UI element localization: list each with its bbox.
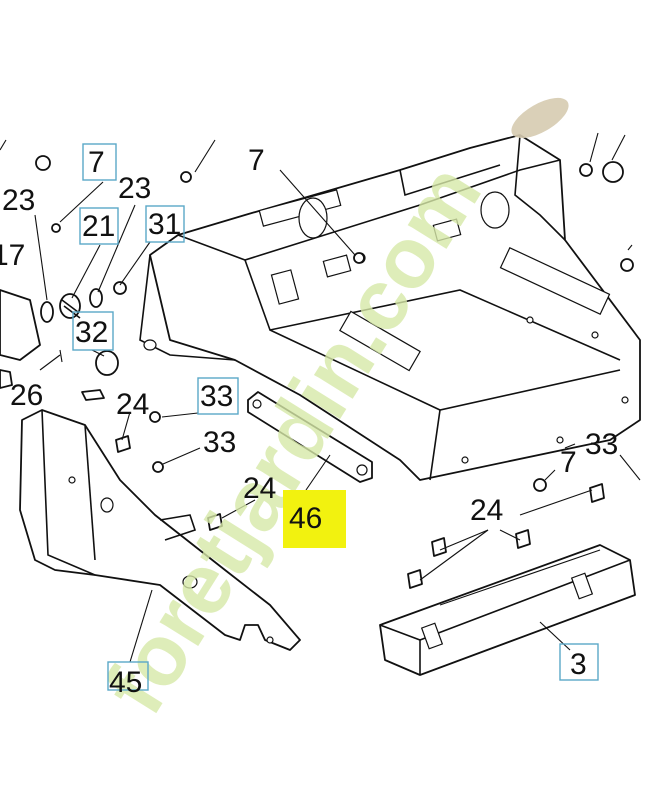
- label-33-boxed: 33: [200, 380, 233, 413]
- label-3: 3: [570, 648, 587, 681]
- label-7-right: 7: [560, 446, 577, 479]
- callout-box-32: [72, 311, 114, 351]
- label-32: 32: [75, 316, 108, 349]
- label-23-right: 23: [118, 172, 151, 205]
- label-33-mid: 33: [203, 426, 236, 459]
- callout-box-33: [197, 377, 239, 415]
- label-46: 46: [289, 502, 322, 535]
- label-7-top: 7: [248, 144, 265, 177]
- callout-box-31: [145, 205, 185, 243]
- label-26: 26: [10, 379, 43, 412]
- highlight-box-46: [283, 490, 346, 548]
- label-33-right: 33: [585, 428, 618, 461]
- callout-box-21: [79, 207, 119, 245]
- leader-lines: [34, 132, 641, 663]
- callout-box-3: [559, 643, 599, 681]
- callout-box-7: [82, 143, 117, 181]
- label-21: 21: [82, 210, 115, 243]
- label-24-mid: 24: [243, 472, 276, 505]
- label-17: 17: [0, 239, 25, 272]
- main-frame-plate: [139, 134, 641, 481]
- label-31: 31: [148, 208, 181, 241]
- callout-box-45: [107, 661, 149, 691]
- part-labels: 7 7 7 23 23 17 21 31 32 26 24 24 24 33 3…: [0, 144, 618, 699]
- left-pulley-assembly: [0, 155, 127, 389]
- crossbar-3: [379, 544, 636, 676]
- label-23-left: 23: [2, 184, 35, 217]
- label-24-left: 24: [116, 388, 149, 421]
- label-24-right: 24: [470, 494, 503, 527]
- side-bracket-45: [19, 409, 301, 651]
- callout-boxes: [72, 143, 599, 691]
- hardware-fasteners: [0, 139, 634, 589]
- label-7-left: 7: [88, 146, 105, 179]
- label-45: 45: [109, 666, 142, 699]
- link-bar-46: [247, 391, 373, 483]
